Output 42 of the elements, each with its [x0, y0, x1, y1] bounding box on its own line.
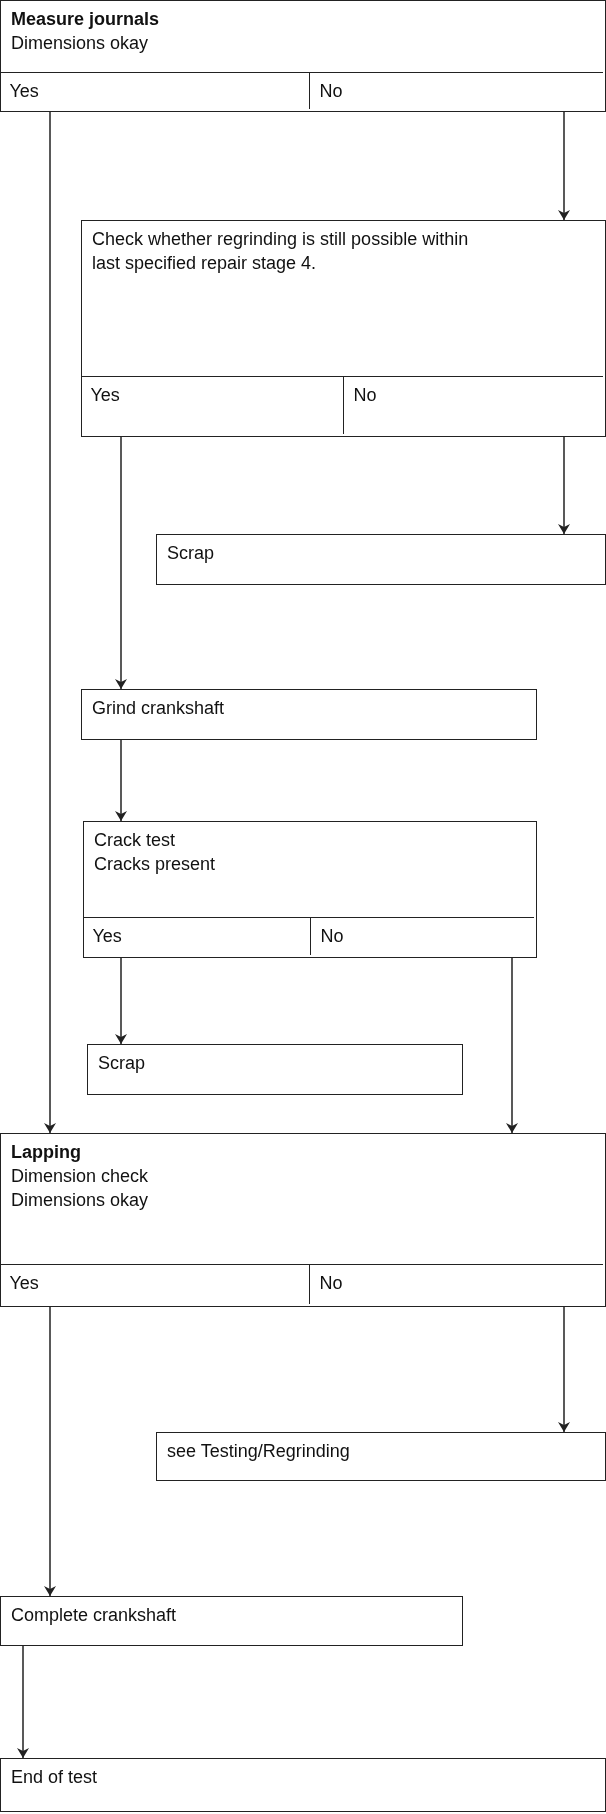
arrow: [44, 111, 56, 1134]
box-text: Measure journals: [11, 8, 161, 31]
process-box: [156, 1432, 606, 1481]
arrow: [44, 1306, 56, 1597]
arrow: [17, 1645, 29, 1759]
decision-box: [0, 0, 606, 112]
arrow: [115, 739, 127, 822]
arrow: [558, 436, 570, 535]
answer-cell: No: [309, 916, 534, 955]
answer-cell: No: [308, 1263, 603, 1304]
box-text: Lapping: [11, 1141, 82, 1164]
answer-cell: Yes: [82, 916, 310, 955]
decision-box: [83, 821, 537, 958]
box-text: Cracks present: [94, 853, 217, 876]
box-text: Crack test: [94, 829, 177, 852]
process-box: [0, 1758, 606, 1812]
decision-box: [81, 220, 606, 437]
box-text: Grind crankshaft: [92, 697, 226, 720]
box-text: Dimensions okay: [11, 32, 150, 55]
arrow: [558, 111, 570, 221]
answer-cell: Yes: [80, 375, 343, 434]
box-text: Complete crankshaft: [11, 1604, 178, 1627]
process-box: [0, 1596, 463, 1646]
answer-cell: No: [308, 71, 603, 109]
arrow: [506, 957, 518, 1134]
arrow: [115, 436, 127, 690]
box-text: see Testing/Regrinding: [167, 1440, 351, 1463]
box-text: Scrap: [98, 1052, 147, 1075]
arrow: [558, 1306, 570, 1433]
box-text: Scrap: [167, 542, 216, 565]
arrow: [115, 957, 127, 1045]
answer-cell: Yes: [0, 1263, 309, 1304]
box-text: Dimension check: [11, 1165, 150, 1188]
process-box: [81, 689, 537, 740]
answer-cell: No: [342, 375, 603, 434]
box-text: Dimensions okay: [11, 1189, 150, 1212]
box-text: Check whether regrinding is still possible within last specified repair stage 4.: [92, 228, 470, 275]
answer-cell: Yes: [0, 71, 309, 109]
process-box: [87, 1044, 463, 1095]
box-text: End of test: [11, 1766, 99, 1789]
process-box: [156, 534, 606, 585]
decision-box: [0, 1133, 606, 1307]
